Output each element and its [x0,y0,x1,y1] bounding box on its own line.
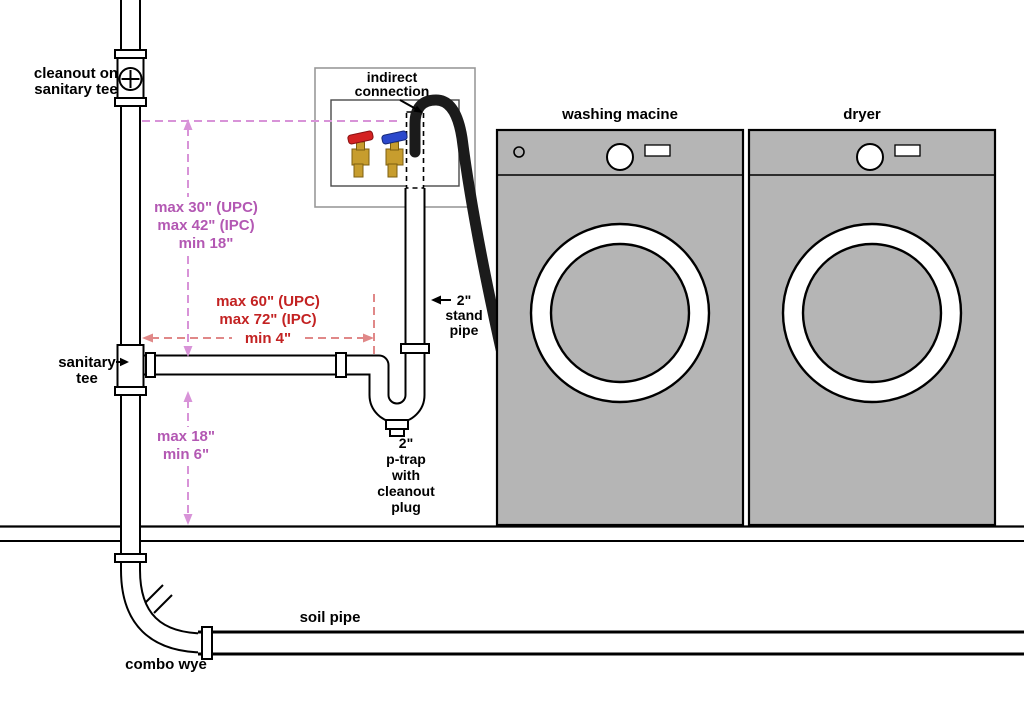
dimension-trap-to-floor: max 18" min 6" [157,391,215,525]
floor [0,525,1024,542]
dryer-knob [856,143,884,171]
washing-machine-display [644,144,671,157]
trap-slip-nut [400,343,430,354]
label-sanitary-line1: sanitary [58,354,116,371]
dim1-text-line3: min 18" [179,235,234,252]
trap-cleanout-plug [389,428,405,437]
soil-pipe-hub [201,626,213,660]
dim2-text-line3: min 4" [245,330,291,347]
ptrap-label: 2" p-trap with cleanout plug [377,435,435,515]
sanitary-tee-branch-hub [145,352,156,378]
label-ptrap-line3: with [391,467,420,483]
dim3-arrow-up [183,391,193,402]
p-trap [385,343,430,437]
label-ptrap-line4: cleanout [377,483,435,499]
cold-valve-handle [381,130,408,145]
cold-valve-spout [387,163,398,178]
label-ptrap-line2: p-trap [386,451,426,467]
trap-cleanout-flange [385,419,409,430]
dryer-display [894,144,921,157]
dim1-arrow-down [183,346,193,357]
label-dryer: dryer [843,106,881,123]
label-standpipe-line1: 2" [457,292,471,308]
cleanout-plug-cross [121,70,140,88]
hot-valve-handle [347,130,374,145]
indirect-connection-arrow [399,99,423,113]
sanitary-tee-body [116,344,145,390]
dim2-text-line1: max 60" (UPC) [216,293,320,310]
dim1-text-line1: max 30" (UPC) [154,199,258,216]
sanitary-tee-hub-bottom [114,386,147,396]
label-standpipe-line3: pipe [450,322,479,338]
trap-arm-coupling [335,352,347,378]
label-cleanout-line2: sanitary tee [34,81,117,98]
label-ptrap-line1: 2" [399,435,413,451]
cleanout-tee-hub-bottom [114,97,147,107]
stack-hub-below-floor [114,553,147,563]
sanitary-tee-fitting [114,344,156,396]
dim1-arrow-up [183,119,193,130]
label-soil-pipe: soil pipe [300,609,361,626]
washing-machine [495,128,745,527]
combo-wye-fitting [114,553,213,660]
label-sanitary-line2: tee [76,370,98,387]
dimension-standpipe-height: max 30" (UPC) max 42" (IPC) min 18" [142,119,402,357]
indirect-arrow-line [399,99,417,110]
standpipe-arrow-head [431,295,441,305]
label-indirect-line2: connection [355,83,430,99]
standpipe-label: 2" stand pipe [431,292,483,338]
hot-valve-spout [353,163,364,178]
labels: cleanout on sanitary tee indirect connec… [34,65,881,673]
cold-valve-body [385,148,404,166]
sanitary-tee-label: sanitary tee [58,354,129,387]
dim1-text-line2: max 42" (IPC) [157,217,254,234]
pipe-network [120,0,1024,656]
label-standpipe-line2: stand [445,307,482,323]
outlet-box [314,67,476,208]
label-ptrap-line5: plug [391,499,421,515]
dryer [747,128,997,527]
cold-water-valve [381,130,408,178]
washing-machine-knob [606,143,634,171]
dimension-trap-arm: max 60" (UPC) max 72" (IPC) min 4" [142,293,375,356]
label-cleanout-line1: cleanout on [34,65,118,82]
indirect-arrow-head [413,105,423,113]
dim3-text-line1: max 18" [157,428,215,445]
coupling-ring [335,352,347,378]
dim2-arrow-right [363,333,374,343]
label-combo-wye: combo wye [125,656,207,673]
cleanout-tee [114,49,147,107]
dim2-text-line2: max 72" (IPC) [219,311,316,328]
hot-water-valve [347,130,374,178]
washer-drain-hose [409,94,507,355]
label-washing-machine: washing macine [561,106,678,123]
sanitary-arrow-head [120,357,129,367]
hot-valve-body [351,148,370,166]
cleanout-tee-hub-top [114,49,147,59]
dim3-arrow-down [183,514,193,525]
washing-machine-indicator [513,146,525,158]
dryer-door-inner [801,242,943,384]
wye-socket-lines [144,584,173,614]
dim2-arrow-left [142,333,153,343]
dim3-text-line2: min 6" [163,446,209,463]
label-indirect-line1: indirect [367,69,418,85]
washing-machine-door-inner [549,242,691,384]
